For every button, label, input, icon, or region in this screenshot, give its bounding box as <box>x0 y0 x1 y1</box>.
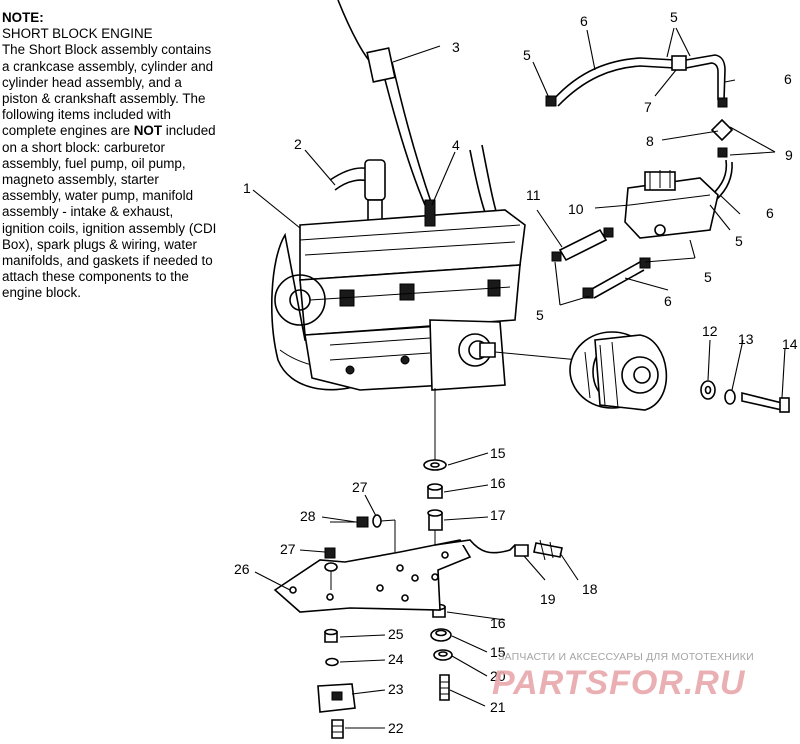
note-body-emphasis: NOT <box>133 123 163 139</box>
callout-22: 22 <box>388 720 404 736</box>
callout-28: 28 <box>300 508 316 524</box>
fuel-pump-assembly <box>545 54 734 299</box>
callout-5b: 5 <box>670 9 678 25</box>
callout-25: 25 <box>388 626 404 642</box>
callout-20: 20 <box>490 668 506 684</box>
callout-4: 4 <box>452 137 460 153</box>
engine-block <box>271 0 526 391</box>
callout-6b: 6 <box>784 71 792 87</box>
callout-23: 23 <box>388 681 404 697</box>
callout-14: 14 <box>782 336 798 352</box>
note-body-part2: included on a short block: carburetor as… <box>2 123 217 301</box>
callout-17: 17 <box>490 507 506 523</box>
callout-labels: 1 2 3 4 5 5 5 5 5 6 6 6 6 7 8 9 10 11 12… <box>234 9 798 736</box>
clutch-drive <box>569 331 790 413</box>
callout-6d: 6 <box>664 293 672 309</box>
callout-15a: 15 <box>490 445 506 461</box>
callout-27b: 27 <box>280 541 296 557</box>
note-subtitle: SHORT BLOCK ENGINE <box>2 26 153 42</box>
callout-5d: 5 <box>704 269 712 285</box>
callout-2: 2 <box>294 136 302 152</box>
note-body: The Short Block assembly contains a cran… <box>2 42 217 301</box>
callout-3: 3 <box>452 39 460 55</box>
note-title: NOTE: <box>2 10 44 25</box>
callout-5a: 5 <box>523 47 531 63</box>
callout-16b: 16 <box>490 615 506 631</box>
callout-6c: 6 <box>766 205 774 221</box>
callout-6a: 6 <box>580 13 588 29</box>
callout-24: 24 <box>388 651 404 667</box>
callout-21: 21 <box>490 699 506 715</box>
watermark-logo: PARTSFOR.RU <box>492 664 746 702</box>
note-panel: NOTE: SHORT BLOCK ENGINE The Short Block… <box>2 10 217 302</box>
callout-11: 11 <box>526 187 541 203</box>
callout-13: 13 <box>738 331 754 347</box>
callout-18: 18 <box>582 581 598 597</box>
callout-7: 7 <box>644 99 652 115</box>
callout-19: 19 <box>540 591 556 607</box>
callout-5e: 5 <box>536 307 544 323</box>
callout-27a: 27 <box>352 479 368 495</box>
callout-1: 1 <box>243 180 251 196</box>
callout-5c: 5 <box>735 233 743 249</box>
callout-16a: 16 <box>490 475 506 491</box>
callout-15b: 15 <box>490 644 506 660</box>
mount-stack <box>423 388 453 701</box>
callout-26: 26 <box>234 561 250 577</box>
callout-9: 9 <box>785 147 793 163</box>
watermark-tagline: ЗАПЧАСТИ И АКСЕССУАРЫ ДЛЯ МОТОТЕХНИКИ <box>498 651 754 663</box>
mounting-plate <box>273 520 563 613</box>
leader-lines <box>252 27 786 729</box>
callout-12: 12 <box>702 323 718 339</box>
left-mount-hardware <box>317 514 396 739</box>
callout-10: 10 <box>568 201 584 217</box>
callout-8: 8 <box>646 133 654 149</box>
note-body-part1: The Short Block assembly contains a cran… <box>2 42 214 139</box>
watermark: ЗАПЧАСТИ И АКСЕССУАРЫ ДЛЯ МОТОТЕХНИКИ PA… <box>492 651 754 702</box>
